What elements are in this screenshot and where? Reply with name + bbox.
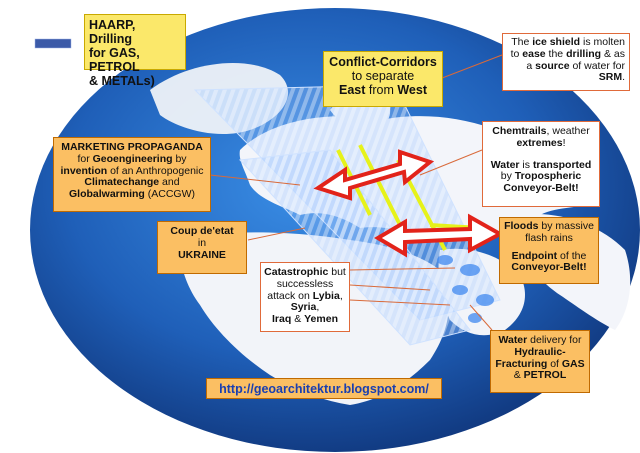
connector-marketing: [209, 174, 301, 186]
flood-marker-4: [476, 294, 494, 306]
flood-marker-5: [468, 313, 482, 323]
connector-catastrophic-2: [349, 284, 431, 291]
conflict-corridors-label: Conflict-Corridors to separate East from…: [323, 51, 443, 107]
ice-shield-label: The ice shield is molten to ease the dri…: [502, 33, 630, 91]
connector-coup: [247, 227, 306, 241]
coup-ukraine-label: Coup de'etat in UKRAINE: [157, 221, 247, 274]
chemtrails-label: Chemtrails, weather extremes! Water is t…: [482, 121, 600, 207]
flood-marker-2: [460, 264, 480, 276]
separation-line-2: [358, 144, 402, 226]
connector-water: [469, 304, 493, 331]
double-arrow-north: [313, 149, 435, 201]
catastrophic-attack-label: Catastrophic but successless attack on L…: [260, 262, 350, 332]
flood-marker-3: [452, 285, 468, 295]
haarp-label: HAARP, Drilling for GAS, PETROL & METALs…: [84, 14, 186, 88]
blog-url-link[interactable]: http://geoarchitektur.blogspot.com/: [206, 378, 442, 399]
flood-marker-1: [437, 255, 453, 265]
connector-catastrophic-1: [349, 267, 456, 271]
floods-label: Floods by massive flash rains Endpoint o…: [499, 217, 599, 284]
water-delivery-label: Water delivery for Hydraulic-Fracturing …: [490, 330, 590, 393]
connector-catastrophic-3: [349, 299, 451, 306]
legend-chip: [34, 38, 72, 49]
connector-chemtrails: [419, 149, 483, 176]
corridor-south: [238, 149, 471, 346]
marketing-propaganda-label: MARKETING PROPAGANDA for Geoengineering …: [53, 137, 211, 212]
